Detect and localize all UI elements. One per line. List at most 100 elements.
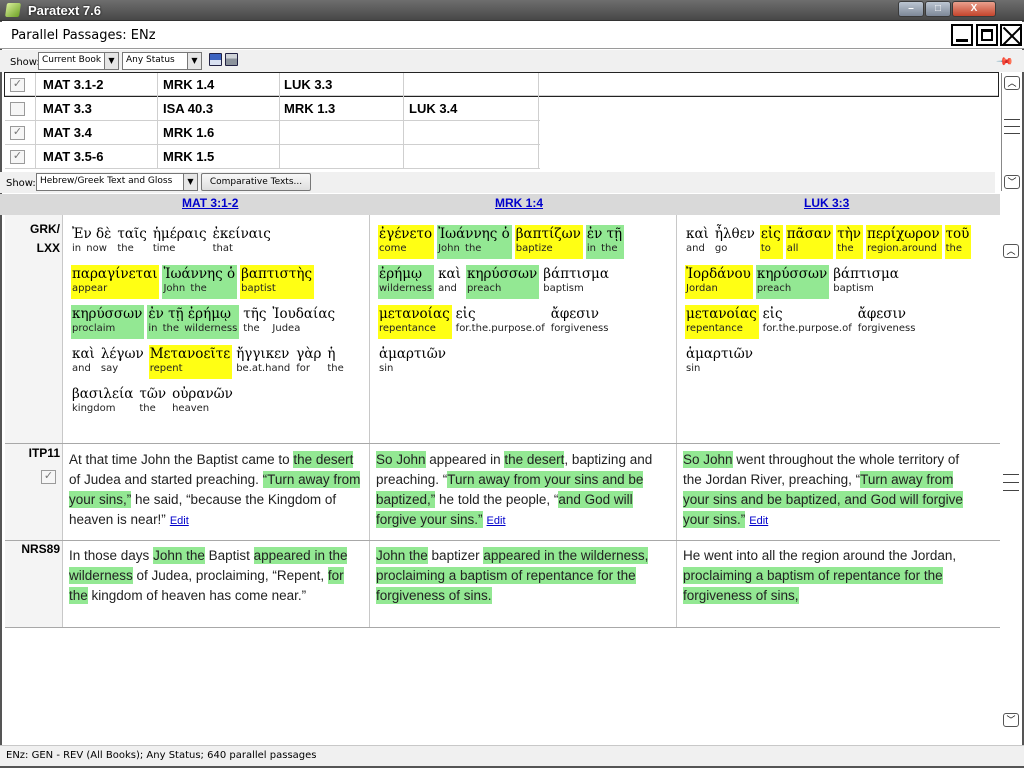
- passage-ref[interactable]: MAT 3.4: [43, 125, 92, 140]
- panel-minimize-button[interactable]: [951, 24, 973, 46]
- passage-row[interactable]: MAT 3.3 ISA 40.3 MRK 1.3 LUK 3.4: [5, 97, 540, 121]
- verse-text-segment: he told the people, “: [435, 492, 559, 507]
- passage-ref[interactable]: MAT 3.5-6: [43, 149, 104, 164]
- passage-checkbox-icon[interactable]: ✓: [10, 150, 25, 164]
- edit-link[interactable]: Edit: [486, 515, 506, 527]
- column-link-mrk[interactable]: MRK 1:4: [495, 196, 544, 210]
- scroll-thumb-grip[interactable]: [1004, 119, 1020, 120]
- passage-ref[interactable]: MAT 3.1-2: [43, 77, 104, 92]
- scroll-down-arrow-icon[interactable]: ﹀: [1004, 175, 1020, 189]
- scroll-up-arrow-icon[interactable]: ︿: [1003, 244, 1019, 258]
- text-type-dropdown[interactable]: Hebrew/Greek Text and Gloss ▼: [36, 173, 198, 191]
- edit-link[interactable]: Edit: [169, 515, 189, 527]
- save-icon[interactable]: [209, 53, 222, 66]
- passage-ref[interactable]: MAT 3.3: [43, 101, 92, 116]
- scroll-thumb-grip[interactable]: [1004, 126, 1020, 127]
- passage-row[interactable]: ✓ MAT 3.5-6 MRK 1.5: [5, 145, 540, 169]
- column-link-mat[interactable]: MAT 3:1-2: [182, 196, 239, 210]
- passage-ref[interactable]: MRK 1.4: [163, 77, 215, 92]
- scroll-down-arrow-icon[interactable]: ﹀: [1003, 713, 1019, 727]
- itp11-checkbox-icon[interactable]: ✓: [41, 470, 56, 484]
- window-close-button[interactable]: X: [952, 1, 996, 17]
- window-maximize-button[interactable]: □: [925, 1, 951, 17]
- scroll-thumb-grip[interactable]: [1003, 490, 1019, 491]
- edit-link[interactable]: Edit: [749, 515, 769, 527]
- window-minimize-button[interactable]: –: [898, 1, 924, 17]
- main-scrollbar[interactable]: ︿ ﹀: [1001, 242, 1022, 730]
- passage-ref[interactable]: MRK 1.6: [163, 125, 215, 140]
- scroll-thumb-grip[interactable]: [1003, 474, 1019, 475]
- scroll-up-arrow-icon[interactable]: ︿: [1004, 76, 1020, 90]
- passage-ref[interactable]: LUK 3.3: [284, 77, 333, 92]
- scroll-thumb-grip[interactable]: [1004, 133, 1020, 134]
- passages-scrollbar[interactable]: ︿ ﹀: [1001, 73, 1022, 191]
- pin-icon[interactable]: 📌: [995, 52, 1014, 71]
- status-filter-dropdown[interactable]: Any Status ▼: [122, 52, 202, 70]
- verse-text-segment: went throughout the whole territory of t…: [683, 452, 960, 487]
- greek-word: λέγων: [100, 346, 144, 362]
- passage-checkbox-icon[interactable]: [10, 102, 25, 116]
- panel-maximize-button[interactable]: [976, 24, 998, 46]
- comparative-texts-button[interactable]: Comparative Texts...: [201, 173, 311, 191]
- panel-close-button[interactable]: [1000, 24, 1022, 46]
- passage-row[interactable]: ✓ MAT 3.1-2 MRK 1.4 LUK 3.3: [4, 72, 999, 97]
- passage-ref[interactable]: ISA 40.3: [163, 101, 214, 116]
- book-filter-dropdown[interactable]: Current Book ▼: [38, 52, 119, 70]
- passage-ref[interactable]: LUK 3.4: [409, 101, 458, 116]
- passage-row[interactable]: ✓ MAT 3.4 MRK 1.6: [5, 121, 540, 145]
- passage-ref[interactable]: MRK 1.5: [163, 149, 215, 164]
- passage-checkbox-icon[interactable]: ✓: [10, 126, 25, 140]
- scroll-thumb-grip[interactable]: [1003, 482, 1019, 483]
- passage-checkbox-icon[interactable]: ✓: [10, 78, 25, 92]
- column-link-luk[interactable]: LUK 3:3: [804, 196, 850, 210]
- passage-ref[interactable]: MRK 1.3: [284, 101, 336, 116]
- print-icon[interactable]: [225, 53, 238, 66]
